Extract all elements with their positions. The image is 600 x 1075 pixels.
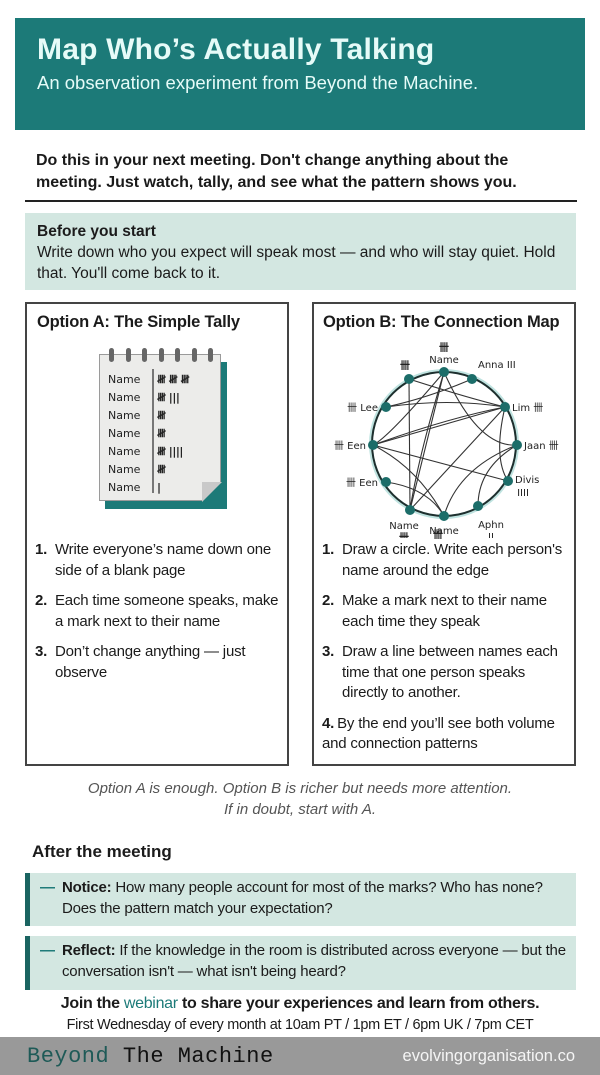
node-label: 卌 Een bbox=[334, 440, 366, 452]
notepad-name: Name bbox=[108, 373, 141, 386]
notepad-tally: 𝍸 𝍸 𝍸 bbox=[157, 373, 190, 386]
before-you-start-box: Before you start Write down who you expe… bbox=[25, 213, 576, 290]
notepad-name: Name bbox=[108, 481, 141, 494]
tally-label: IIII bbox=[517, 488, 529, 499]
spiral-binding-icon bbox=[109, 348, 213, 362]
notepad-tally: 𝍸 bbox=[157, 409, 166, 422]
node-label: Jaan 卌 bbox=[523, 440, 559, 452]
notepad-tally: | bbox=[157, 481, 161, 494]
intro-text: Do this in your next meeting. Don't chan… bbox=[36, 152, 517, 191]
node-label: Name bbox=[389, 521, 419, 532]
tally-label: 卌 bbox=[399, 532, 409, 538]
page-title: Map Who’s Actually Talking bbox=[37, 33, 435, 66]
header-banner: Map Who’s Actually Talking An observatio… bbox=[15, 18, 585, 130]
brand-logo: Beyond The Machine bbox=[27, 1043, 274, 1069]
node-label: Name bbox=[429, 526, 459, 537]
notepad-illustration: Name Name Name Name Name Name Name 𝍸 𝍸 𝍸… bbox=[99, 348, 227, 509]
notepad-tally: 𝍸 ||| bbox=[157, 391, 180, 404]
node-label: Divis bbox=[515, 475, 539, 486]
tally-label: II bbox=[488, 532, 494, 538]
page-curl-icon bbox=[202, 482, 222, 502]
option-b-title: Option B: The Connection Map bbox=[323, 313, 560, 331]
node-label: Anna III bbox=[478, 360, 516, 371]
node-label: Name bbox=[429, 355, 459, 366]
recommendation-note: Option A is enough. Option B is richer b… bbox=[87, 780, 513, 818]
notepad-name: Name bbox=[108, 391, 141, 404]
reflect-callout: — Reflect: If the knowledge in the room … bbox=[25, 936, 576, 990]
tally-label: 卌 bbox=[439, 342, 449, 354]
before-title: Before you start bbox=[37, 223, 156, 240]
notepad-name: Name bbox=[108, 409, 141, 422]
step-item: 2.Make a mark next to their name each ti… bbox=[322, 592, 547, 630]
node-label: 卌 Lee bbox=[347, 402, 378, 414]
notepad-tally: 𝍸 |||| bbox=[157, 445, 183, 458]
step-item: 3.Draw a line between names each time th… bbox=[322, 643, 558, 701]
connection-map-diagram: 卌 Name 卌 Anna III 卌 Lee Lim 卌 卌 Een Jaan… bbox=[328, 338, 568, 544]
tally-label: 卌 bbox=[400, 360, 410, 372]
connection-map-svg: 卌 Name 卌 Anna III 卌 Lee Lim 卌 卌 Een Jaan… bbox=[334, 342, 559, 544]
divider bbox=[25, 200, 577, 202]
before-body: Write down who you expect will speak mos… bbox=[37, 244, 556, 282]
step-item: 1.Write everyone’s name down one side of… bbox=[35, 541, 272, 579]
dash-icon: — bbox=[40, 879, 55, 896]
notepad-page: Name Name Name Name Name Name Name 𝍸 𝍸 𝍸… bbox=[99, 354, 221, 501]
node-label: Aphn bbox=[478, 520, 504, 531]
notepad-tally: 𝍸 bbox=[157, 427, 166, 440]
notice-callout: — Notice: How many people account for mo… bbox=[25, 873, 576, 926]
notepad-name: Name bbox=[108, 463, 141, 476]
option-a-steps: 1.Write everyone’s name down one side of… bbox=[35, 540, 283, 693]
webinar-link[interactable]: webinar bbox=[123, 995, 178, 1012]
tally-label: 卌 bbox=[433, 530, 443, 541]
option-a-title: Option A: The Simple Tally bbox=[37, 313, 240, 331]
dash-icon: — bbox=[40, 942, 55, 959]
step-item: 2.Each time someone speaks, make a mark … bbox=[35, 592, 279, 630]
webinar-schedule: First Wednesday of every month at 10am P… bbox=[66, 1017, 534, 1033]
option-b-panel: Option B: The Connection Map bbox=[312, 302, 576, 766]
node-label: Lim 卌 bbox=[512, 402, 543, 414]
step-item: 1.Draw a circle. Write each person's nam… bbox=[322, 541, 563, 579]
footer-bar: Beyond The Machine evolvingorganisation.… bbox=[0, 1037, 600, 1075]
step-item: 3.Don’t change anything — just observe bbox=[35, 643, 246, 681]
node-label: 卌 Een bbox=[346, 477, 378, 489]
page-subtitle: An observation experiment from Beyond th… bbox=[37, 72, 479, 93]
after-meeting-title: After the meeting bbox=[32, 842, 172, 861]
webinar-cta: Join the webinar to share your experienc… bbox=[60, 995, 540, 1012]
website-link[interactable]: evolvingorganisation.co bbox=[402, 1046, 575, 1065]
step-item: 4.By the end you’ll see both volume and … bbox=[322, 714, 555, 753]
notepad-tally: 𝍸 bbox=[157, 463, 166, 476]
notepad-name: Name bbox=[108, 445, 141, 458]
notepad-name: Name bbox=[108, 427, 141, 440]
option-a-panel: Option A: The Simple Tally Name Name Nam… bbox=[25, 302, 289, 766]
option-b-steps: 1.Draw a circle. Write each person's nam… bbox=[322, 540, 570, 765]
